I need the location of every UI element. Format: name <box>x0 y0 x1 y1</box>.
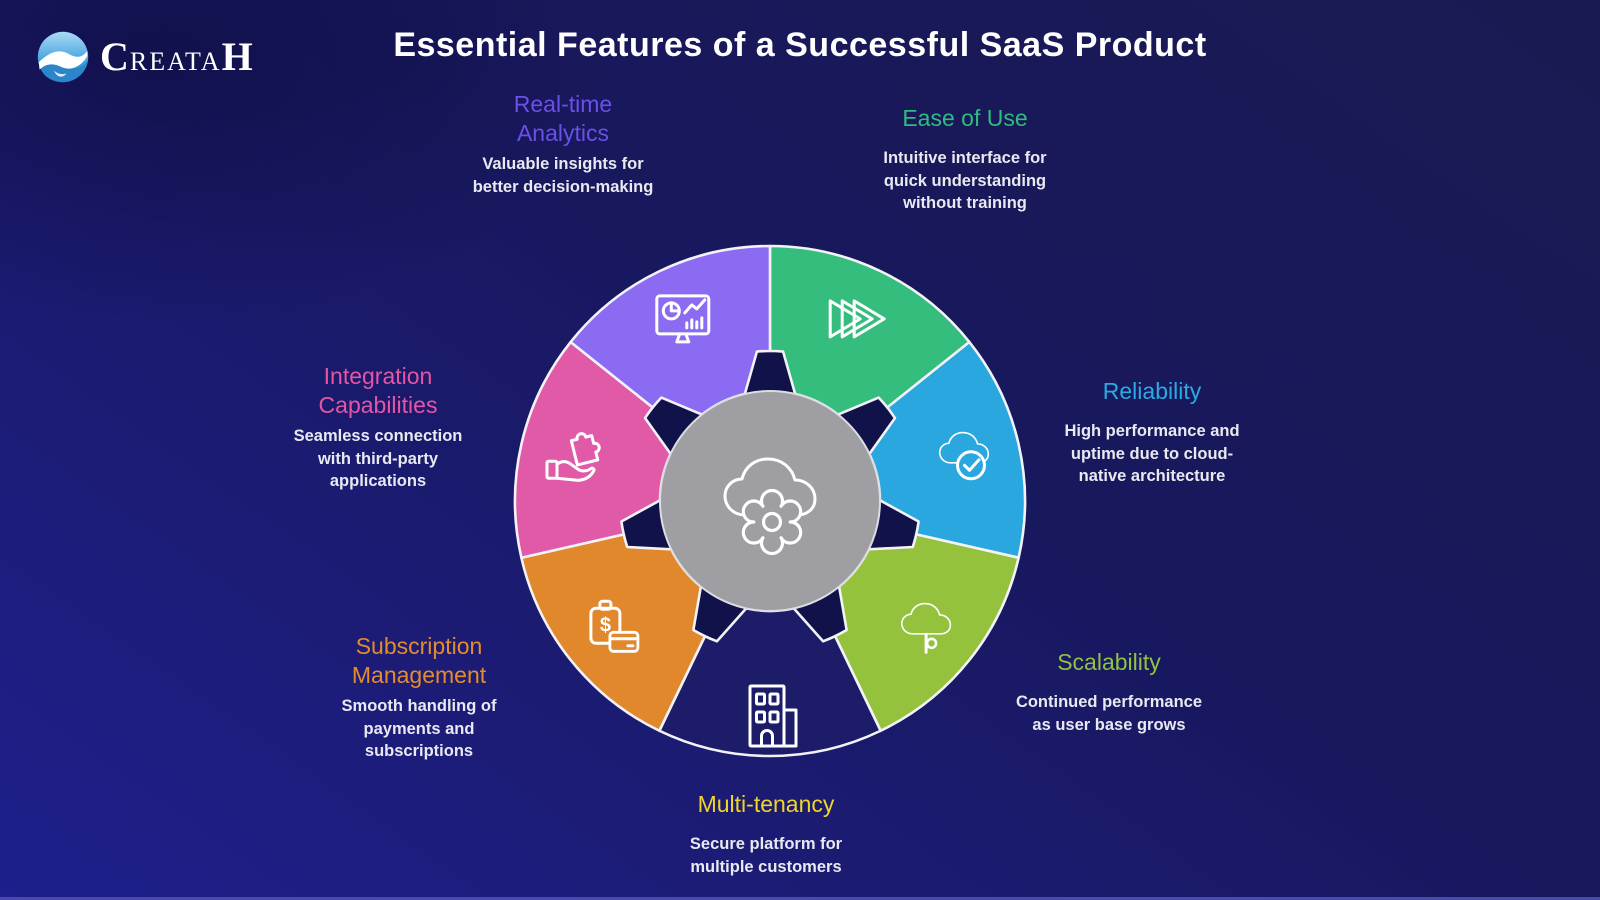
feature-title: Integration Capabilities <box>318 363 438 418</box>
cloud-check-icon <box>938 431 990 481</box>
feature-title: Scalability <box>1057 649 1161 675</box>
brand-letter-h: H <box>221 34 254 79</box>
cloud-growth-icon <box>900 602 952 654</box>
feature-title: Multi-tenancy <box>697 791 835 817</box>
brand-letter-c: C <box>100 34 130 79</box>
brand-mid: REATA <box>129 47 222 76</box>
svg-text:$: $ <box>600 614 611 636</box>
cloud-gear-icon <box>723 457 817 556</box>
feature-description: High performance and uptime due to cloud… <box>1064 422 1240 485</box>
feature-ease-of-use: Ease of Use Intuitive interface for quic… <box>825 104 1105 215</box>
page-title: Essential Features of a Successful SaaS … <box>393 26 1207 64</box>
fast-forward-icon <box>828 299 886 339</box>
wave-logo-icon <box>37 31 89 83</box>
feature-title: Real-time Analytics <box>513 91 613 146</box>
feature-description: Smooth handling of payments and subscrip… <box>341 697 497 760</box>
feature-description: Seamless connection with third-party app… <box>293 427 463 490</box>
payment-icon: $ <box>589 599 640 653</box>
analytics-dashboard-icon <box>655 294 711 344</box>
building-icon <box>748 684 798 748</box>
feature-reliability: Reliability High performance and uptime … <box>1012 377 1292 488</box>
feature-title: Reliability <box>1102 378 1202 404</box>
feature-description: Secure platform for multiple customers <box>689 835 843 876</box>
feature-description: Valuable insights for better decision-ma… <box>472 155 654 196</box>
feature-integration-capabilities: Integration Capabilities Seamless connec… <box>238 362 518 493</box>
feature-multi-tenancy: Multi-tenancy Secure platform for multip… <box>626 790 906 878</box>
feature-scalability: Scalability Continued performance as use… <box>969 648 1249 736</box>
feature-description: Intuitive interface for quick understand… <box>883 149 1047 212</box>
feature-description: Continued performance as user base grows <box>1015 693 1203 734</box>
feature-title: Ease of Use <box>902 105 1028 131</box>
feature-subscription-management: Subscription Management Smooth handling … <box>279 632 559 763</box>
feature-title: Subscription Management <box>351 633 487 688</box>
hand-puzzle-icon <box>545 432 601 482</box>
feature-real-time-analytics: Real-time Analytics Valuable insights fo… <box>423 90 703 198</box>
wheel-segment-real-time-analytics <box>569 244 772 416</box>
